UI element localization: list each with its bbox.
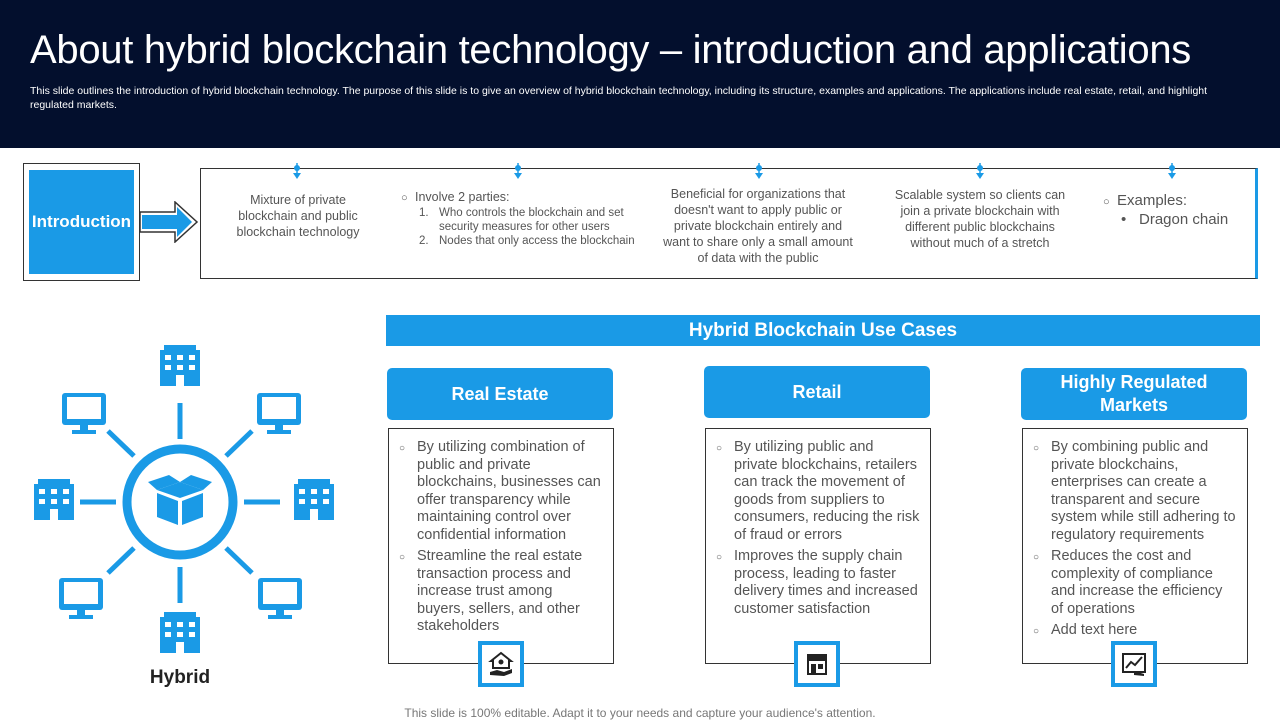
real-estate-header: Real Estate [387, 368, 613, 420]
slide-subtitle: This slide outlines the introduction of … [30, 85, 1208, 111]
pin-icon [514, 163, 522, 179]
hub-ring [122, 444, 238, 560]
parties-list: 1.Who controls the blockchain and set se… [419, 206, 651, 248]
circle-bullet-icon: ○ [399, 552, 406, 563]
footer-note: This slide is 100% editable. Adapt it to… [404, 706, 876, 720]
pin-icon [755, 163, 763, 179]
circle-bullet-icon: ○ [1103, 196, 1110, 208]
right-arrow-icon [139, 201, 199, 243]
list-item: ○By utilizing combination of public and … [399, 439, 601, 543]
use-cases-banner: Hybrid Blockchain Use Cases [386, 315, 1260, 346]
hybrid-network-diagram [34, 345, 334, 653]
house-hand-icon [478, 641, 524, 687]
retail-points: ○By utilizing public and private blockch… [716, 439, 920, 618]
intro-point-mixture: Mixture of private blockchain and public… [236, 193, 360, 239]
circle-bullet-icon: ○ [1033, 443, 1040, 454]
dot-bullet-icon: • [1121, 211, 1127, 228]
list-item: ○Reduces the cost and complexity of comp… [1033, 548, 1223, 617]
pin-icon [1168, 163, 1176, 179]
real-estate-box: ○By utilizing combination of public and … [388, 428, 614, 664]
header-band: About hybrid blockchain technology – int… [0, 0, 1280, 148]
regulated-markets-points: ○By combining public and private blockch… [1033, 439, 1237, 641]
slide-title: About hybrid blockchain technology – int… [30, 28, 1191, 72]
intro-point-parties: ○ Involve 2 parties: 1.Who controls the b… [401, 189, 651, 248]
list-item: ○Add text here [1033, 622, 1237, 641]
building-icon [34, 479, 74, 520]
market-chart-icon [1111, 641, 1157, 687]
example-dragon-chain: Dragon chain [1139, 211, 1229, 228]
pin-icon [293, 163, 301, 179]
list-item: ○Improves the supply chain process, lead… [716, 548, 918, 617]
circle-bullet-icon: ○ [716, 552, 723, 563]
introduction-label: Introduction [29, 170, 134, 274]
circle-bullet-icon: ○ [1033, 626, 1040, 637]
building-icon [160, 345, 200, 386]
intro-point-examples: ○Examples: •Dragon chain [1103, 192, 1229, 228]
monitor-icon [59, 578, 103, 619]
intro-point-beneficial: Beneficial for organizations that doesn'… [663, 187, 853, 265]
list-item: ○By combining public and private blockch… [1033, 439, 1236, 543]
monitor-icon [62, 393, 106, 434]
circle-bullet-icon: ○ [401, 192, 408, 204]
monitor-icon [257, 393, 301, 434]
store-icon [794, 641, 840, 687]
list-item: 2.Nodes that only access the blockchain [419, 235, 635, 247]
introduction-frame: Introduction [23, 163, 140, 281]
pin-icon [976, 163, 984, 179]
regulated-markets-box: ○By combining public and private blockch… [1022, 428, 1248, 664]
regulated-markets-header: Highly Regulated Markets [1021, 368, 1247, 420]
circle-bullet-icon: ○ [1033, 552, 1040, 563]
monitor-icon [258, 578, 302, 619]
building-icon [294, 479, 334, 520]
circle-bullet-icon: ○ [399, 443, 406, 454]
building-icon [160, 612, 200, 653]
list-item: ○Streamline the real estate transaction … [399, 548, 583, 634]
intro-parties-lead: Involve 2 parties: [415, 190, 510, 204]
list-item: 1.Who controls the blockchain and set se… [419, 207, 624, 233]
connector-lines [80, 403, 280, 603]
circle-bullet-icon: ○ [716, 443, 723, 454]
retail-box: ○By utilizing public and private blockch… [705, 428, 931, 664]
box-icon [148, 475, 212, 525]
list-item: ○By utilizing public and private blockch… [716, 439, 920, 543]
real-estate-points: ○By utilizing combination of public and … [399, 439, 603, 636]
retail-header: Retail [704, 366, 930, 418]
hybrid-label: Hybrid [149, 667, 211, 688]
introduction-panel: Mixture of private blockchain and public… [200, 163, 1258, 279]
intro-point-scalable: Scalable system so clients can join a pr… [894, 188, 1066, 250]
